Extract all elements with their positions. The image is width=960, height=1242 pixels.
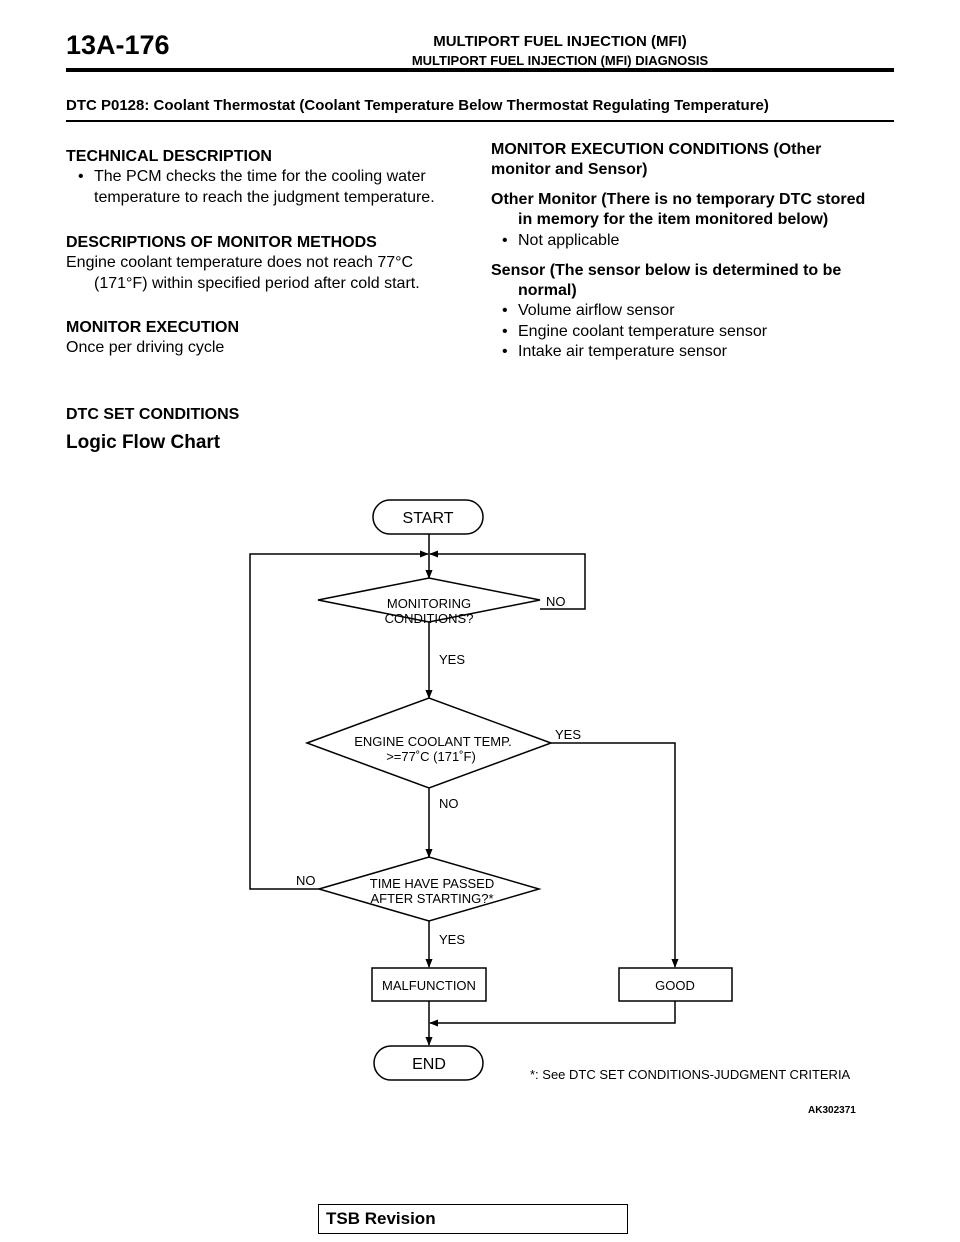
decision3-yes-label: YES	[439, 932, 465, 947]
start-terminal	[372, 499, 484, 535]
dtc-title: DTC P0128: Coolant Thermostat (Coolant T…	[66, 97, 769, 114]
decision2-yes-label: YES	[555, 727, 581, 742]
sensor-heading: Sensor (The sensor below is determined t…	[491, 262, 842, 279]
end-terminal	[373, 1045, 484, 1081]
tech-desc-heading: TECHNICAL DESCRIPTION	[66, 148, 272, 165]
monitor-execution-text: Once per driving cycle	[66, 339, 225, 356]
connector-d3-no-loop	[249, 550, 429, 890]
decision2-label-line1: ENGINE COOLANT TEMP.	[354, 734, 512, 749]
section-title: MULTIPORT FUEL INJECTION (MFI)	[433, 33, 687, 50]
flowchart-footnote: *: See DTC SET CONDITIONS-JUDGMENT CRITE…	[530, 1067, 851, 1082]
title-rule	[66, 120, 894, 122]
conditions-heading-line2: monitor and Sensor)	[491, 161, 648, 178]
connector-d1-no-loop	[429, 550, 586, 610]
decision3-label-line1: TIME HAVE PASSED	[370, 876, 495, 891]
decision1-label-line2: CONDITIONS?	[385, 611, 474, 626]
connector-good-end	[429, 1001, 676, 1027]
other-monitor-item: Not applicable	[502, 231, 619, 251]
conditions-heading: MONITOR EXECUTION CONDITIONS (Other	[491, 141, 822, 158]
decision-monitoring-conditions	[317, 577, 541, 623]
decision1-no-label: NO	[546, 594, 566, 609]
tsb-revision-label: TSB Revision	[326, 1209, 436, 1228]
good-label: GOOD	[655, 978, 695, 993]
header-rule	[66, 68, 894, 72]
logic-flow-chart-heading: Logic Flow Chart	[66, 432, 221, 453]
decision1-yes-label: YES	[439, 652, 465, 667]
monitor-methods-line1: Engine coolant temperature does not reac…	[66, 254, 414, 271]
tsb-revision-box	[318, 1204, 628, 1234]
tech-desc-line2: temperature to reach the judgment temper…	[94, 189, 435, 206]
sensor-item: Engine coolant temperature sensor	[502, 322, 767, 342]
page-number: 13A-176	[66, 30, 170, 60]
subsection-title: MULTIPORT FUEL INJECTION (MFI) DIAGNOSIS	[411, 53, 709, 68]
decision3-no-label: NO	[296, 873, 316, 888]
connector-d2-yes-good	[551, 742, 679, 968]
end-label: END	[412, 1056, 446, 1073]
sensor-heading-line2: normal)	[518, 282, 577, 299]
other-monitor-heading-line2: in memory for the item monitored below)	[518, 211, 829, 228]
monitor-execution-heading: MONITOR EXECUTION	[66, 319, 240, 336]
malfunction-label: MALFUNCTION	[382, 978, 476, 993]
decision2-label-line2: >=77˚C (171˚F)	[386, 749, 476, 764]
tech-desc-bullet: The PCM checks the time for the cooling …	[78, 167, 426, 187]
decision1-label-line1: MONITORING	[387, 596, 471, 611]
monitor-methods-heading: DESCRIPTIONS OF MONITOR METHODS	[66, 234, 377, 251]
sensor-item: Intake air temperature sensor	[502, 342, 727, 362]
decision3-label-line2: AFTER STARTING?*	[370, 891, 493, 906]
dtc-set-conditions-heading: DTC SET CONDITIONS	[66, 406, 240, 423]
other-monitor-heading: Other Monitor (There is no temporary DTC…	[491, 191, 866, 208]
start-label: START	[403, 510, 454, 527]
sensor-item: Volume airflow sensor	[502, 301, 674, 321]
decision-time-passed	[316, 856, 542, 922]
decision2-no-label: NO	[439, 796, 459, 811]
figure-id: AK302371	[808, 1105, 856, 1116]
monitor-methods-line2: (171°F) within specified period after co…	[94, 275, 420, 292]
